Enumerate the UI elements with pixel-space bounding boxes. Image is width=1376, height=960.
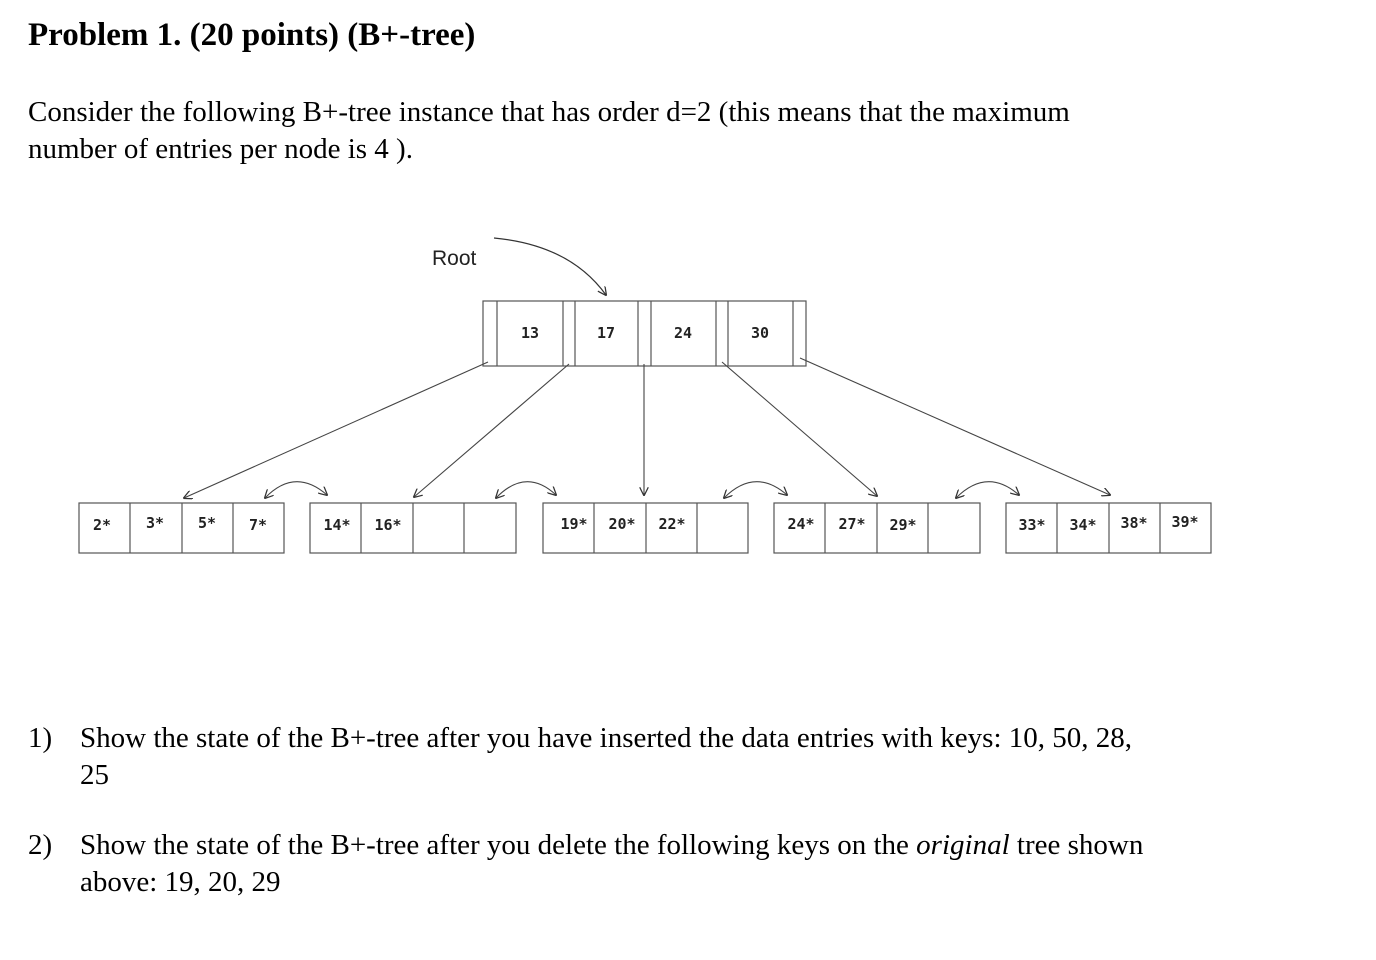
leaf-node-4: 24* 27* 29* — [773, 502, 981, 554]
leaf-1-entry-1: 2* — [93, 516, 111, 534]
question-1-line-1: Show the state of the B+-tree after you … — [80, 722, 1133, 754]
question-2-line-2: above: 19, 20, 29 — [80, 866, 281, 898]
leaf-1-entry-4: 7* — [249, 516, 267, 534]
sibling-pointer-arrows — [265, 481, 1019, 498]
child-pointer-5 — [799, 357, 1110, 495]
question-1: 1) Show the state of the B+-tree after y… — [28, 720, 1328, 794]
root-pointer-arrow — [493, 237, 606, 295]
leaf-3-entry-3: 22* — [658, 515, 685, 533]
problem-intro: Consider the following B+-tree instance … — [28, 94, 1228, 168]
leaf-node-5: 33* 34* 38* 39* — [1005, 502, 1212, 554]
leaf-5-entry-3: 38* — [1120, 514, 1147, 532]
leaf-3-entry-2: 20* — [608, 515, 635, 533]
question-2-number: 2) — [28, 829, 53, 861]
leaf-node-3: 19* 20* 22* — [542, 502, 749, 554]
leaf-3-entry-1: 19* — [560, 515, 587, 533]
root-key-1: 13 — [521, 324, 539, 342]
leaf-5-entry-4: 39* — [1171, 513, 1198, 531]
sibling-pointer-3 — [724, 481, 787, 498]
question-2-line-1-start: Show the state of the B+-tree after you … — [80, 829, 917, 861]
root-key-3: 24 — [674, 324, 692, 342]
leaf-1-entry-3: 5* — [198, 514, 216, 532]
question-2: 2) Show the state of the B+-tree after y… — [28, 827, 1328, 901]
leaf-4-entry-3: 29* — [889, 516, 916, 534]
sibling-pointer-1 — [265, 481, 327, 498]
leaf-node-1: 2* 3* 5* 7* — [78, 502, 285, 554]
root-node: 13 17 24 30 — [482, 300, 807, 367]
child-pointer-4 — [721, 361, 877, 496]
problem-title: Problem 1. (20 points) (B+-tree) — [28, 17, 476, 53]
child-pointer-1 — [184, 361, 489, 498]
sibling-pointer-2 — [496, 481, 556, 498]
leaf-5-entry-2: 34* — [1069, 516, 1096, 534]
root-label: Root — [432, 247, 477, 270]
leaf-1-entry-2: 3* — [146, 514, 164, 532]
intro-line-2: number of entries per node is 4 ). — [28, 133, 413, 165]
question-2-emphasis: original — [916, 829, 1010, 861]
intro-line-1: Consider the following B+-tree instance … — [28, 96, 1070, 128]
question-2-line-1-end: tree shown — [1009, 829, 1144, 861]
leaf-2-entry-1: 14* — [323, 516, 350, 534]
leaf-4-entry-2: 27* — [838, 515, 865, 533]
sibling-pointer-4 — [956, 481, 1019, 498]
leaf-node-2: 14* 16* — [309, 502, 517, 554]
root-key-4: 30 — [751, 324, 769, 342]
child-pointer-2 — [414, 363, 570, 497]
leaf-4-entry-1: 24* — [787, 515, 814, 533]
leaf-5-entry-1: 33* — [1018, 516, 1045, 534]
question-1-number: 1) — [28, 722, 53, 754]
question-1-line-2: 25 — [80, 759, 109, 791]
child-pointer-arrows — [184, 357, 1110, 498]
leaf-2-entry-2: 16* — [374, 516, 401, 534]
root-key-2: 17 — [597, 324, 615, 342]
